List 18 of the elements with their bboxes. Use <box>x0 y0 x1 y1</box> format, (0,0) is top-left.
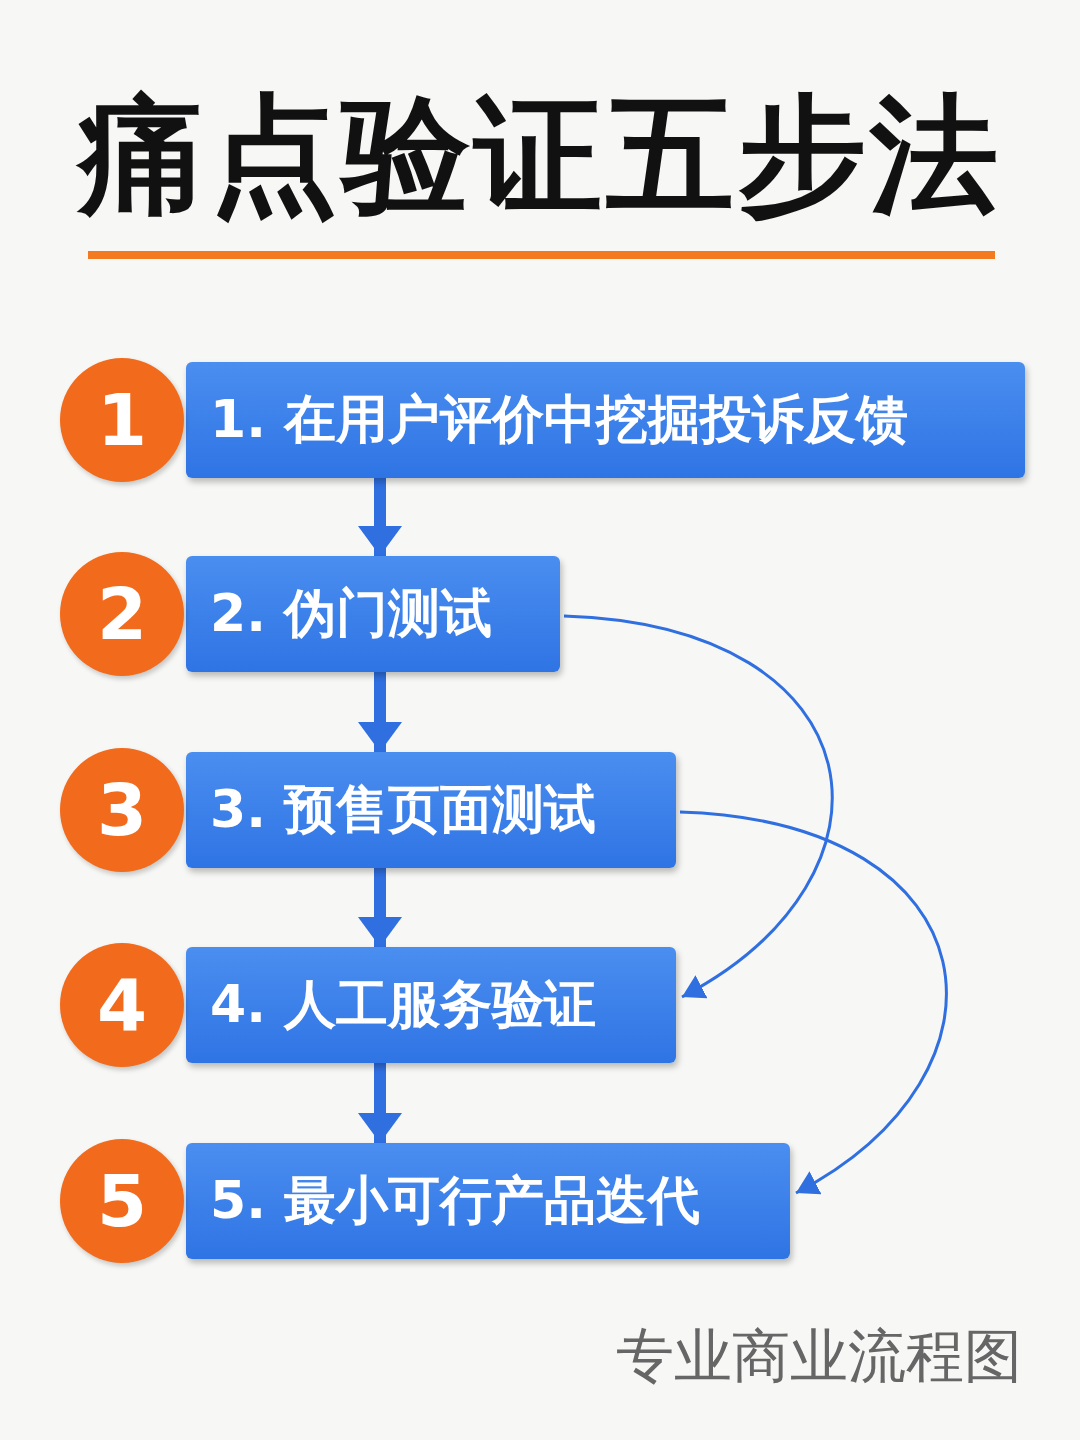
number-circle: 4 <box>60 943 184 1067</box>
step-bar: 1. 在用户评价中挖掘投诉反馈 <box>186 362 1025 478</box>
step-bar: 2. 伪门测试 <box>186 556 560 672</box>
title: 痛点验证五步法 <box>75 79 1003 231</box>
arrow <box>358 478 402 556</box>
arrow <box>358 1063 402 1143</box>
footer-text: 专业商业流程图 <box>616 1321 1022 1392</box>
number-circle: 3 <box>60 748 184 872</box>
step-bar: 4. 人工服务验证 <box>186 947 676 1063</box>
step-bar: 5. 最小可行产品迭代 <box>186 1143 790 1259</box>
number-circle: 1 <box>60 358 184 482</box>
arrow <box>358 672 402 752</box>
number-circle: 2 <box>60 552 184 676</box>
arrow <box>563 614 834 999</box>
arrow <box>679 810 948 1195</box>
step-bar: 3. 预售页面测试 <box>186 752 676 868</box>
number-circle: 5 <box>60 1139 184 1263</box>
arrow <box>358 868 402 947</box>
